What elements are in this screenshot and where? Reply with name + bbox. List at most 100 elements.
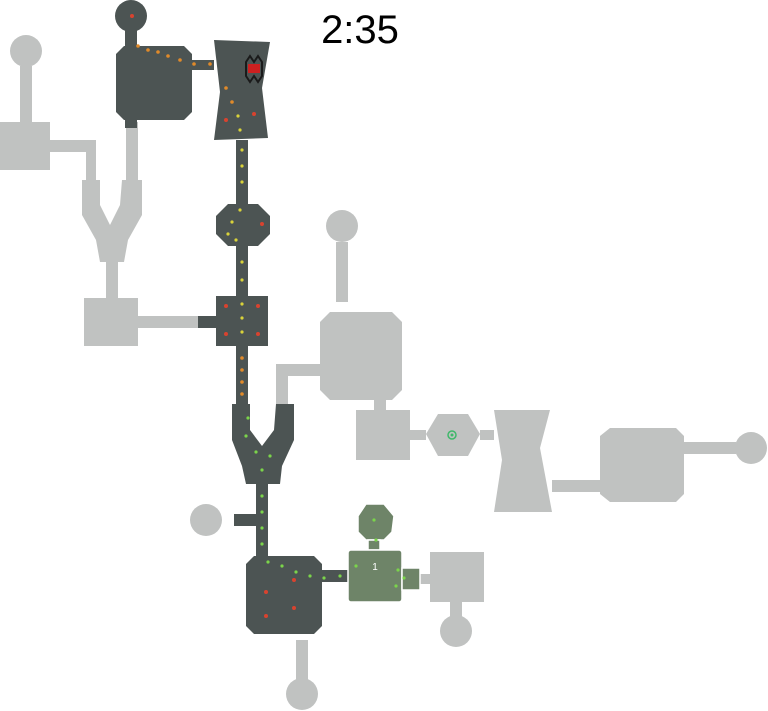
unexplored-room-left xyxy=(0,122,50,170)
explored-corridor xyxy=(192,60,214,70)
enemy-markers xyxy=(130,14,296,618)
trail-dot xyxy=(240,356,244,360)
trail-dot xyxy=(240,392,244,396)
enemy-marker xyxy=(256,304,260,308)
trail-dot xyxy=(146,48,150,52)
explored-corridor xyxy=(125,30,137,46)
explored-corridor xyxy=(236,140,248,204)
trail-dot xyxy=(260,542,264,546)
unexplored-corridor xyxy=(86,140,96,180)
trail-dot xyxy=(240,278,244,282)
trail-dot xyxy=(240,380,244,384)
trail-dot xyxy=(240,148,244,152)
unexplored-area xyxy=(0,35,767,710)
explored-room-hourglass xyxy=(214,40,270,140)
unexplored-corridor xyxy=(50,140,96,152)
unexplored-room-mid-left xyxy=(84,298,138,346)
path-trail xyxy=(136,44,406,588)
enemy-marker xyxy=(264,590,268,594)
unexplored-room-far-right xyxy=(600,428,684,502)
trail-dot xyxy=(260,510,264,514)
current-room-main xyxy=(347,549,403,603)
trail-dot xyxy=(230,220,234,224)
explored-corridor xyxy=(322,570,348,582)
trail-dot xyxy=(136,44,140,48)
player-marker-body xyxy=(248,64,260,73)
trail-dot xyxy=(374,538,378,542)
enemy-marker xyxy=(292,578,296,582)
trail-dot xyxy=(260,468,264,472)
trail-dot xyxy=(238,128,242,132)
enemy-marker xyxy=(224,332,228,336)
trail-dot xyxy=(396,568,400,572)
trail-yellow xyxy=(226,114,244,334)
trail-dot xyxy=(322,576,326,580)
enemy-marker xyxy=(252,112,256,116)
portal-icon xyxy=(447,430,457,440)
unexplored-corridor xyxy=(126,122,138,180)
trail-dot xyxy=(166,54,170,58)
trail-dot xyxy=(338,574,342,578)
portal-ring xyxy=(447,430,457,440)
trail-dot xyxy=(240,330,244,334)
trail-dot xyxy=(268,454,272,458)
trail-dot xyxy=(224,86,228,90)
current-room-label: 1 xyxy=(372,562,378,573)
explored-room-top-left xyxy=(116,46,192,120)
trail-dot xyxy=(254,450,258,454)
unexplored-corridor xyxy=(552,480,602,492)
unexplored-room-y-shape xyxy=(82,180,142,262)
unexplored-corridor xyxy=(336,242,348,302)
enemy-marker xyxy=(224,118,228,122)
current-room-shrine xyxy=(357,503,395,541)
trail-dot xyxy=(236,114,240,118)
trail-dot xyxy=(226,232,230,236)
unexplored-corridor xyxy=(480,430,494,440)
unexplored-corridor xyxy=(684,442,736,454)
trail-dot xyxy=(240,164,244,168)
trail-dot xyxy=(240,180,244,184)
trail-dot xyxy=(354,564,358,568)
unexplored-room-round-left xyxy=(190,504,222,536)
unexplored-corridor xyxy=(106,262,118,298)
trail-dot xyxy=(280,564,284,568)
current-room-neck xyxy=(367,539,381,551)
trail-orange xyxy=(136,44,234,104)
unexplored-room-lower-right xyxy=(430,552,484,602)
unexplored-corridor xyxy=(410,430,426,440)
unexplored-corridor xyxy=(138,316,198,328)
unexplored-room-round-upper xyxy=(326,210,358,242)
explored-corridor xyxy=(125,120,137,128)
unexplored-corridor xyxy=(450,602,462,618)
trail-dot xyxy=(230,100,234,104)
explored-corridor xyxy=(234,514,258,526)
unexplored-room-lower-right-round xyxy=(440,615,472,647)
unexplored-room-right-a xyxy=(356,410,410,460)
unexplored-room-bottom-round xyxy=(286,678,318,710)
trail-dot xyxy=(294,570,298,574)
trail-dot xyxy=(308,574,312,578)
trail-dot xyxy=(238,208,242,212)
enemy-marker xyxy=(260,222,264,226)
trail-dot xyxy=(240,260,244,264)
trail-orange-mid xyxy=(240,356,244,396)
explored-corridor xyxy=(198,316,216,328)
explored-corridor xyxy=(236,346,248,404)
player-marker-icon xyxy=(245,54,263,84)
explored-corridor xyxy=(256,484,268,556)
trail-dot xyxy=(260,526,264,530)
player-marker-spikes xyxy=(245,54,263,84)
explored-room-bottom-large xyxy=(246,556,322,634)
enemy-marker xyxy=(256,332,260,336)
trail-dot xyxy=(192,62,196,66)
trail-dot xyxy=(244,434,248,438)
trail-dot xyxy=(208,62,212,66)
unexplored-room-far-right-round xyxy=(735,432,767,464)
unexplored-corridor xyxy=(420,574,432,584)
unexplored-corridor xyxy=(20,66,32,122)
unexplored-corridor xyxy=(296,640,308,680)
unexplored-room-hourglass xyxy=(494,410,552,512)
portal-core xyxy=(450,433,454,437)
explored-room-y-shape xyxy=(232,404,294,484)
